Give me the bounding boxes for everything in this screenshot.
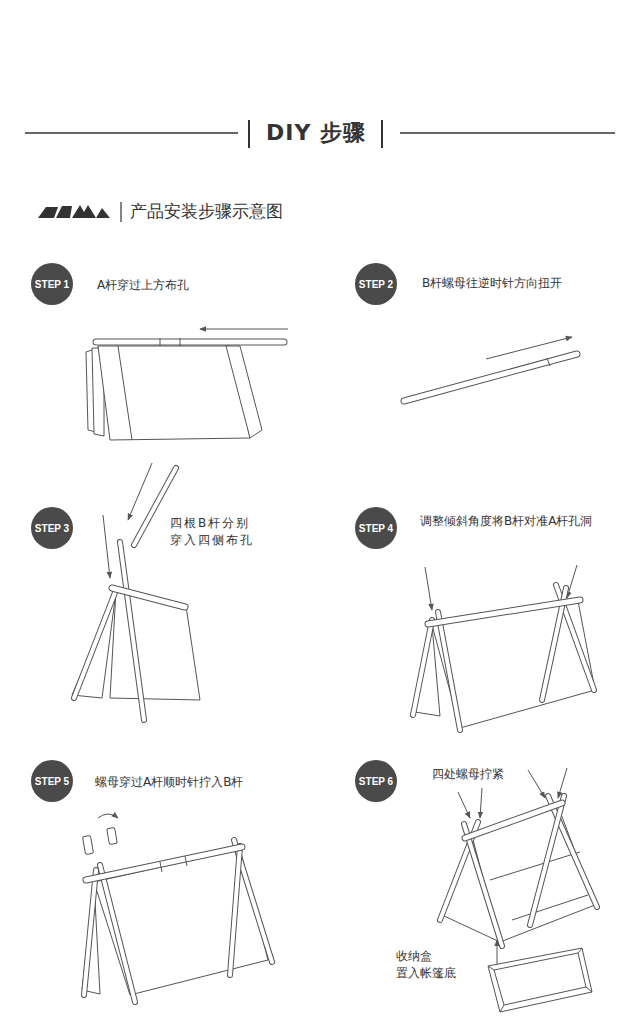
section-heading: 产品安装步骤示意图 [130,200,283,224]
part-label: 收纳盒 置入帐篷底 [396,948,426,983]
step-badge: STEP 1 [31,263,73,305]
step-number: STEP 3 [35,523,69,534]
step-caption: 四处螺母拧紧 [432,766,504,783]
step-badge: STEP 4 [355,507,397,549]
step-number: STEP 4 [359,523,393,534]
step-number: STEP 6 [359,776,393,787]
step-caption: 螺母穿过A杆顺时针拧入B杆 [95,774,243,791]
tent-drawings [72,329,597,1012]
step-number: STEP 1 [35,279,69,290]
page-title: DIY 步骤 [266,118,366,149]
brand-logo [38,205,110,218]
step-caption: B杆螺母往逆时针方向扭开 [422,275,562,292]
step-badge: STEP 6 [355,760,397,802]
step-number: STEP 5 [35,776,69,787]
step-caption: 调整倾斜角度将B杆对准A杆孔洞 [420,513,592,530]
step-caption: 四根B杆分别 穿入四侧布孔 [170,515,210,550]
step-caption: A杆穿过上方布孔 [97,277,189,294]
step-number: STEP 2 [359,279,393,290]
step-badge: STEP 2 [355,263,397,305]
step-badge: STEP 5 [31,760,73,802]
step-badge: STEP 3 [31,507,73,549]
